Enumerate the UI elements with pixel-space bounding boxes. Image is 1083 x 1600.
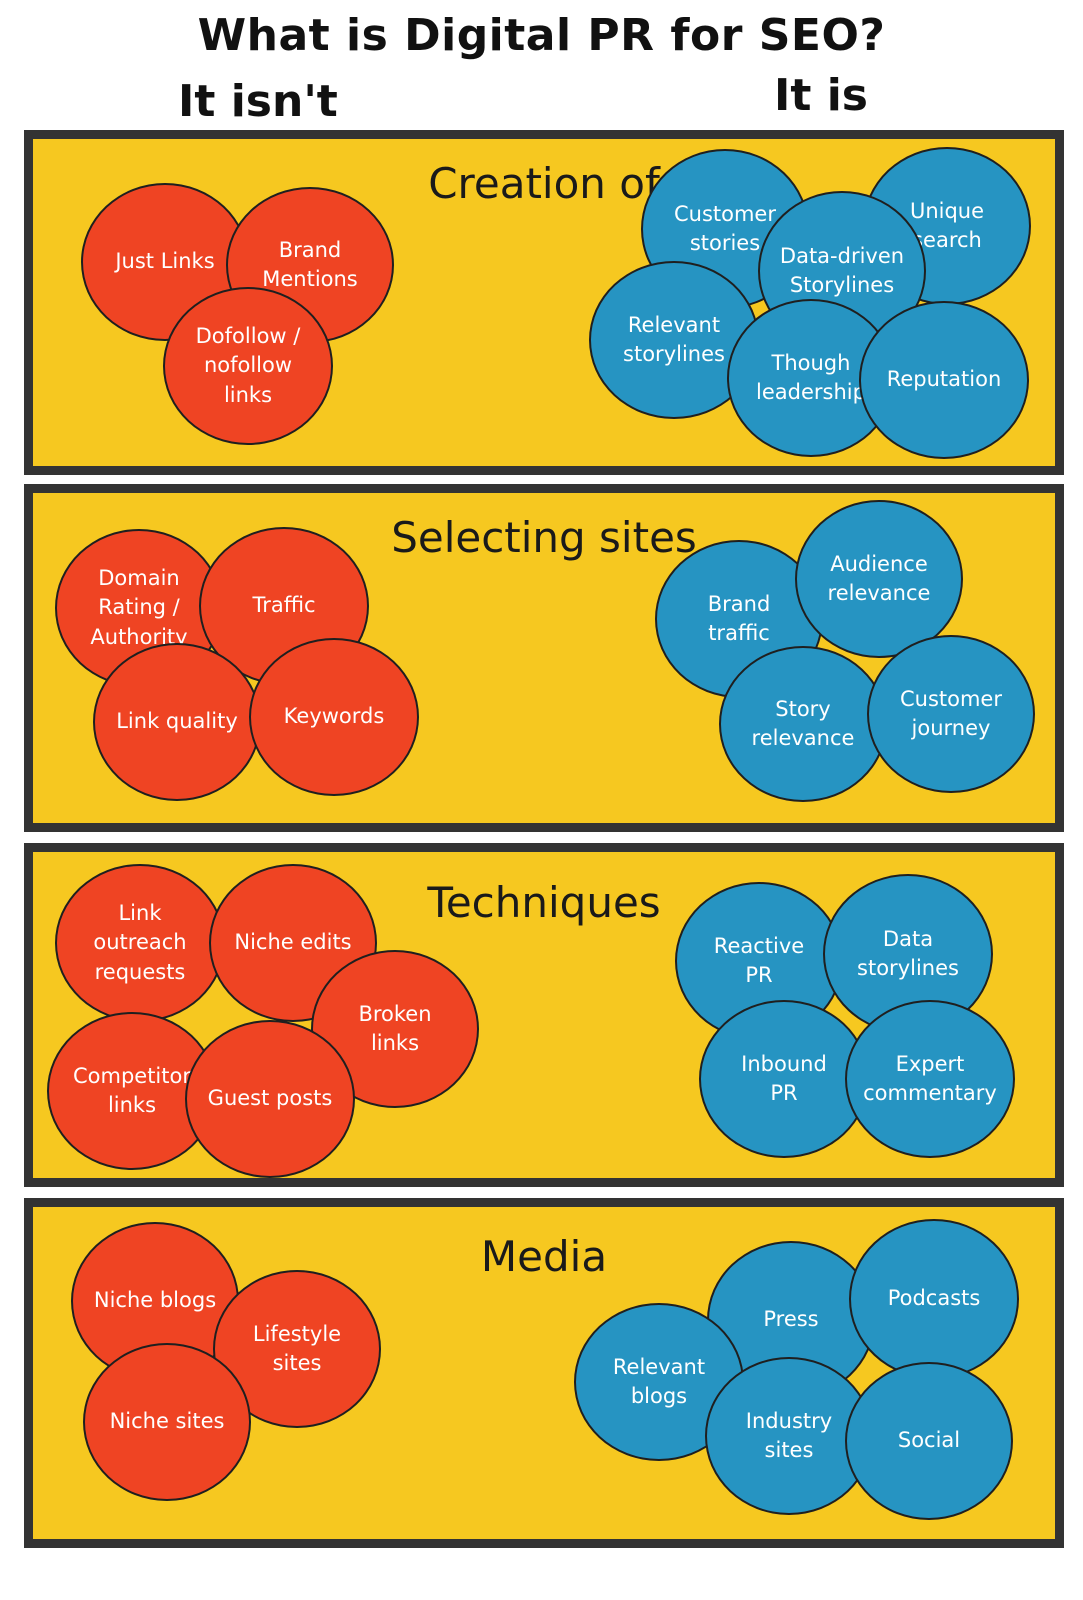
section-heading: Techniques [427, 878, 661, 927]
section-heading: Media [480, 1232, 608, 1281]
section-media: Media Niche blogs Lifestyle sites Niche … [24, 1198, 1064, 1548]
isnt-bubble-link-quality: Link quality [93, 643, 261, 801]
isnt-bubble-competitor-links: Competitor links [47, 1012, 217, 1170]
is-bubble-reputation: Reputation [859, 301, 1029, 459]
is-bubble-audience-relevance: Audience relevance [795, 500, 963, 658]
isnt-bubble-guest-posts: Guest posts [185, 1020, 355, 1178]
diagram-title: What is Digital PR for SEO? [197, 10, 886, 61]
isnt-bubble-lifestyle-sites: Lifestyle sites [213, 1270, 381, 1428]
section-techniques: Techniques Link outreach requests Niche … [24, 843, 1064, 1187]
isnt-bubble-niche-sites: Niche sites [83, 1343, 251, 1501]
is-bubble-customer-journey: Customer journey [867, 635, 1035, 793]
section-heading: Creation of [428, 159, 660, 208]
is-bubble-inbound-pr: Inbound PR [699, 1000, 869, 1158]
column-heading-it-isnt: It isn't [178, 76, 338, 127]
is-bubble-podcasts: Podcasts [849, 1219, 1019, 1379]
isnt-bubble-dofollow-nofollow: Dofollow / nofollow links [163, 287, 333, 445]
section-heading: Selecting sites [391, 513, 697, 562]
isnt-bubble-niche-edits: Niche edits [209, 864, 377, 1022]
is-bubble-though-leadership: Though leadership [727, 299, 895, 457]
isnt-bubble-keywords: Keywords [249, 638, 419, 796]
is-bubble-expert-commentary: Expert commentary [845, 1000, 1015, 1158]
is-bubble-story-relevance: Story relevance [719, 646, 887, 802]
section-creation-of: Creation of Just Links Brand Mentions Do… [24, 130, 1064, 475]
section-selecting-sites: Selecting sites Domain Rating / Authorit… [24, 484, 1064, 832]
isnt-bubble-brand-mentions: Brand Mentions [226, 187, 394, 343]
isnt-bubble-link-outreach: Link outreach requests [55, 864, 225, 1022]
column-heading-it-is: It is [774, 70, 868, 121]
is-bubble-relevant-storylines: Relevant storylines [589, 261, 759, 419]
is-bubble-social: Social [845, 1362, 1013, 1520]
